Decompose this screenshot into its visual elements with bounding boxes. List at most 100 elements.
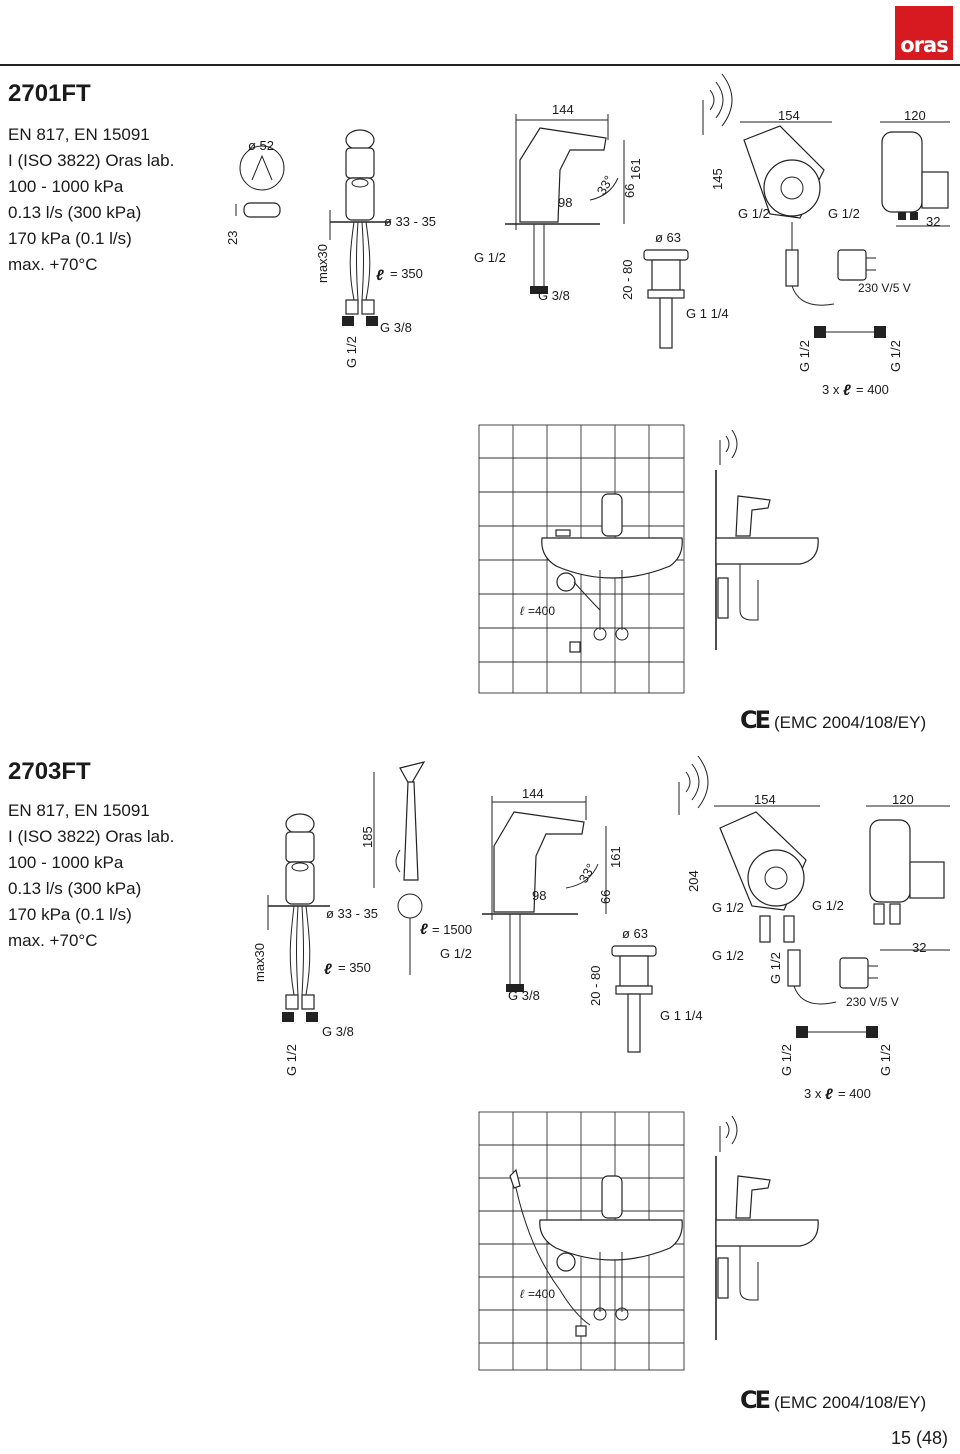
dim-g12-h: G 1/2 [768, 952, 783, 984]
dim-g12-f: G 1/2 [878, 1044, 893, 1076]
svg-text:ℓ: ℓ [376, 267, 384, 284]
ce-marking-2701ft: CE(EMC 2004/108/EY) [740, 706, 927, 734]
logo-text: oras [900, 33, 948, 57]
spec-line: I (ISO 3822) Oras lab. [8, 827, 175, 846]
spec-line: I (ISO 3822) Oras lab. [8, 151, 175, 170]
dim-voltage: 230 V/5 V [858, 281, 911, 295]
dim-g12-g: G 1/2 [712, 948, 744, 963]
dim-g12: G 1/2 [344, 336, 359, 368]
aerator-detail: ø 52 23 [225, 138, 285, 245]
svg-text:ℓ: ℓ [520, 1287, 525, 1301]
dim-g38-b: G 3/8 [538, 288, 570, 303]
dim-dia33: ø 33 - 35 [326, 906, 378, 921]
dim-120: 120 [892, 792, 914, 807]
faucet-side-view: 144 98 33° 66 161 G 1/2 G 3/8 [440, 786, 623, 1003]
emc-directive: (EMC 2004/108/EY) [774, 1393, 927, 1412]
spec-list-2703ft: EN 817, EN 15091 I (ISO 3822) Oras lab. … [8, 798, 174, 954]
page-number: 15 (48) [890, 1428, 948, 1448]
dim-hoses-count: 3 x [804, 1086, 822, 1101]
dim-145: 145 [710, 168, 725, 190]
dim-161: 161 [628, 158, 643, 180]
dim-g12-d: G 1/2 [828, 206, 860, 221]
dim-144: 144 [522, 786, 544, 801]
dim-g12-inlet: G 1/2 [440, 946, 472, 961]
dim-g12-c: G 1/2 [738, 206, 770, 221]
dim-hoses-length: = 400 [838, 1086, 871, 1101]
dim-144: 144 [552, 102, 574, 117]
drain-view: ø 63 20 - 80 G 1 1/4 [588, 926, 703, 1053]
control-unit-view: 154 204 G 1/2 G 1/2 G 1/2 G 1/2 230 V/5 … [678, 755, 899, 1009]
dim-120: 120 [904, 108, 926, 123]
spec-line: 0.13 l/s (300 kPa) [8, 879, 142, 898]
dim-161: 161 [608, 846, 623, 868]
spec-line: 100 - 1000 kPa [8, 177, 124, 196]
dim-g12-d: G 1/2 [812, 898, 844, 913]
spec-line: 170 kPa (0.1 l/s) [8, 229, 132, 248]
spec-line: 100 - 1000 kPa [8, 853, 124, 872]
dim-g114: G 1 1/4 [660, 1008, 703, 1023]
dim-32: 32 [926, 214, 940, 229]
dim-154: 154 [778, 108, 800, 123]
dim-dia63: ø 63 [655, 230, 681, 245]
model-title-2703ft: 2703FT [8, 758, 91, 785]
battery-box-view: 120 32 [866, 792, 950, 955]
model-title-2701ft: 2701FT [8, 80, 91, 107]
dim-g12-e: G 1/2 [797, 340, 812, 372]
dim-g38-b: G 3/8 [508, 988, 540, 1003]
dim-98: 98 [558, 195, 572, 210]
emc-directive: (EMC 2004/108/EY) [774, 713, 927, 732]
dim-hose1500: = 1500 [432, 922, 472, 937]
control-unit-view: 154 145 G 1/2 G 1/2 230 V/5 V [702, 73, 911, 306]
dim-154: 154 [754, 792, 776, 807]
dim-hoses-length: = 400 [856, 382, 889, 397]
battery-box-view: 120 32 [880, 108, 950, 229]
dim-98: 98 [532, 888, 546, 903]
dim-33deg: 33° [594, 173, 617, 198]
dim-dia63: ø 63 [622, 926, 648, 941]
dim-g12: G 1/2 [284, 1044, 299, 1076]
dim-g38: G 3/8 [380, 320, 412, 335]
dim-20-80: 20 - 80 [588, 966, 603, 1006]
spec-line: EN 817, EN 15091 [8, 125, 150, 144]
spec-line: max. +70°C [8, 255, 98, 274]
dim-g12-f: G 1/2 [888, 340, 903, 372]
dim-dia33: ø 33 - 35 [384, 214, 436, 229]
faucet-front-view: max30 ø 33 - 35 ℓ = 350 G 3/8 G 1/2 [315, 129, 436, 368]
svg-text:ℓ: ℓ [520, 604, 525, 618]
spec-line: 0.13 l/s (300 kPa) [8, 203, 142, 222]
dim-hose350: = 350 [390, 266, 423, 281]
dim-max30: max30 [252, 943, 267, 982]
svg-text:ℓ: ℓ [324, 961, 332, 978]
dim-20-80: 20 - 80 [620, 260, 635, 300]
dim-23: 23 [225, 231, 240, 245]
svg-text:ℓ: ℓ [825, 1086, 833, 1103]
dim-g38: G 3/8 [322, 1024, 354, 1039]
oras-logo: oras [895, 6, 953, 60]
connection-hose-detail: G 1/2 G 1/2 3 x ℓ = 400 [779, 1026, 893, 1103]
spec-line: max. +70°C [8, 931, 98, 950]
dim-g12-e: G 1/2 [779, 1044, 794, 1076]
dim-33deg: 33° [576, 861, 599, 886]
dim-204: 204 [686, 870, 701, 892]
spec-list-2701ft: EN 817, EN 15091 I (ISO 3822) Oras lab. … [8, 122, 174, 278]
connection-hose-detail: G 1/2 G 1/2 3 x ℓ = 400 [797, 326, 903, 399]
installation-hose-length: =400 [528, 1287, 555, 1301]
faucet-side-view: 144 98 33° 66 161 G 1/2 G 3/8 [474, 102, 643, 303]
dim-32: 32 [912, 940, 926, 955]
installation-drawing-2701ft: ℓ =400 [478, 424, 819, 694]
dim-66: 66 [622, 184, 637, 198]
dim-max30: max30 [315, 244, 330, 283]
svg-text:ℓ: ℓ [420, 921, 428, 938]
dim-hose350: = 350 [338, 960, 371, 975]
hand-shower-view: 185 ℓ = 1500 [360, 761, 472, 975]
technical-drawing-2701ft: ø 52 23 max30 ø 33 - 35 ℓ = 350 G 3/8 G … [225, 73, 950, 399]
installation-drawing-2703ft: ℓ =400 [478, 1111, 819, 1371]
dim-g12-inlet: G 1/2 [474, 250, 506, 265]
header-rule [0, 64, 960, 66]
spec-line: 170 kPa (0.1 l/s) [8, 905, 132, 924]
installation-hose-length: =400 [528, 604, 555, 618]
dim-dia52: ø 52 [248, 138, 274, 153]
svg-text:ℓ: ℓ [843, 382, 851, 399]
faucet-front-view: max30 ø 33 - 35 ℓ = 350 G 3/8 G 1/2 [252, 813, 378, 1076]
dim-hoses-count: 3 x [822, 382, 840, 397]
